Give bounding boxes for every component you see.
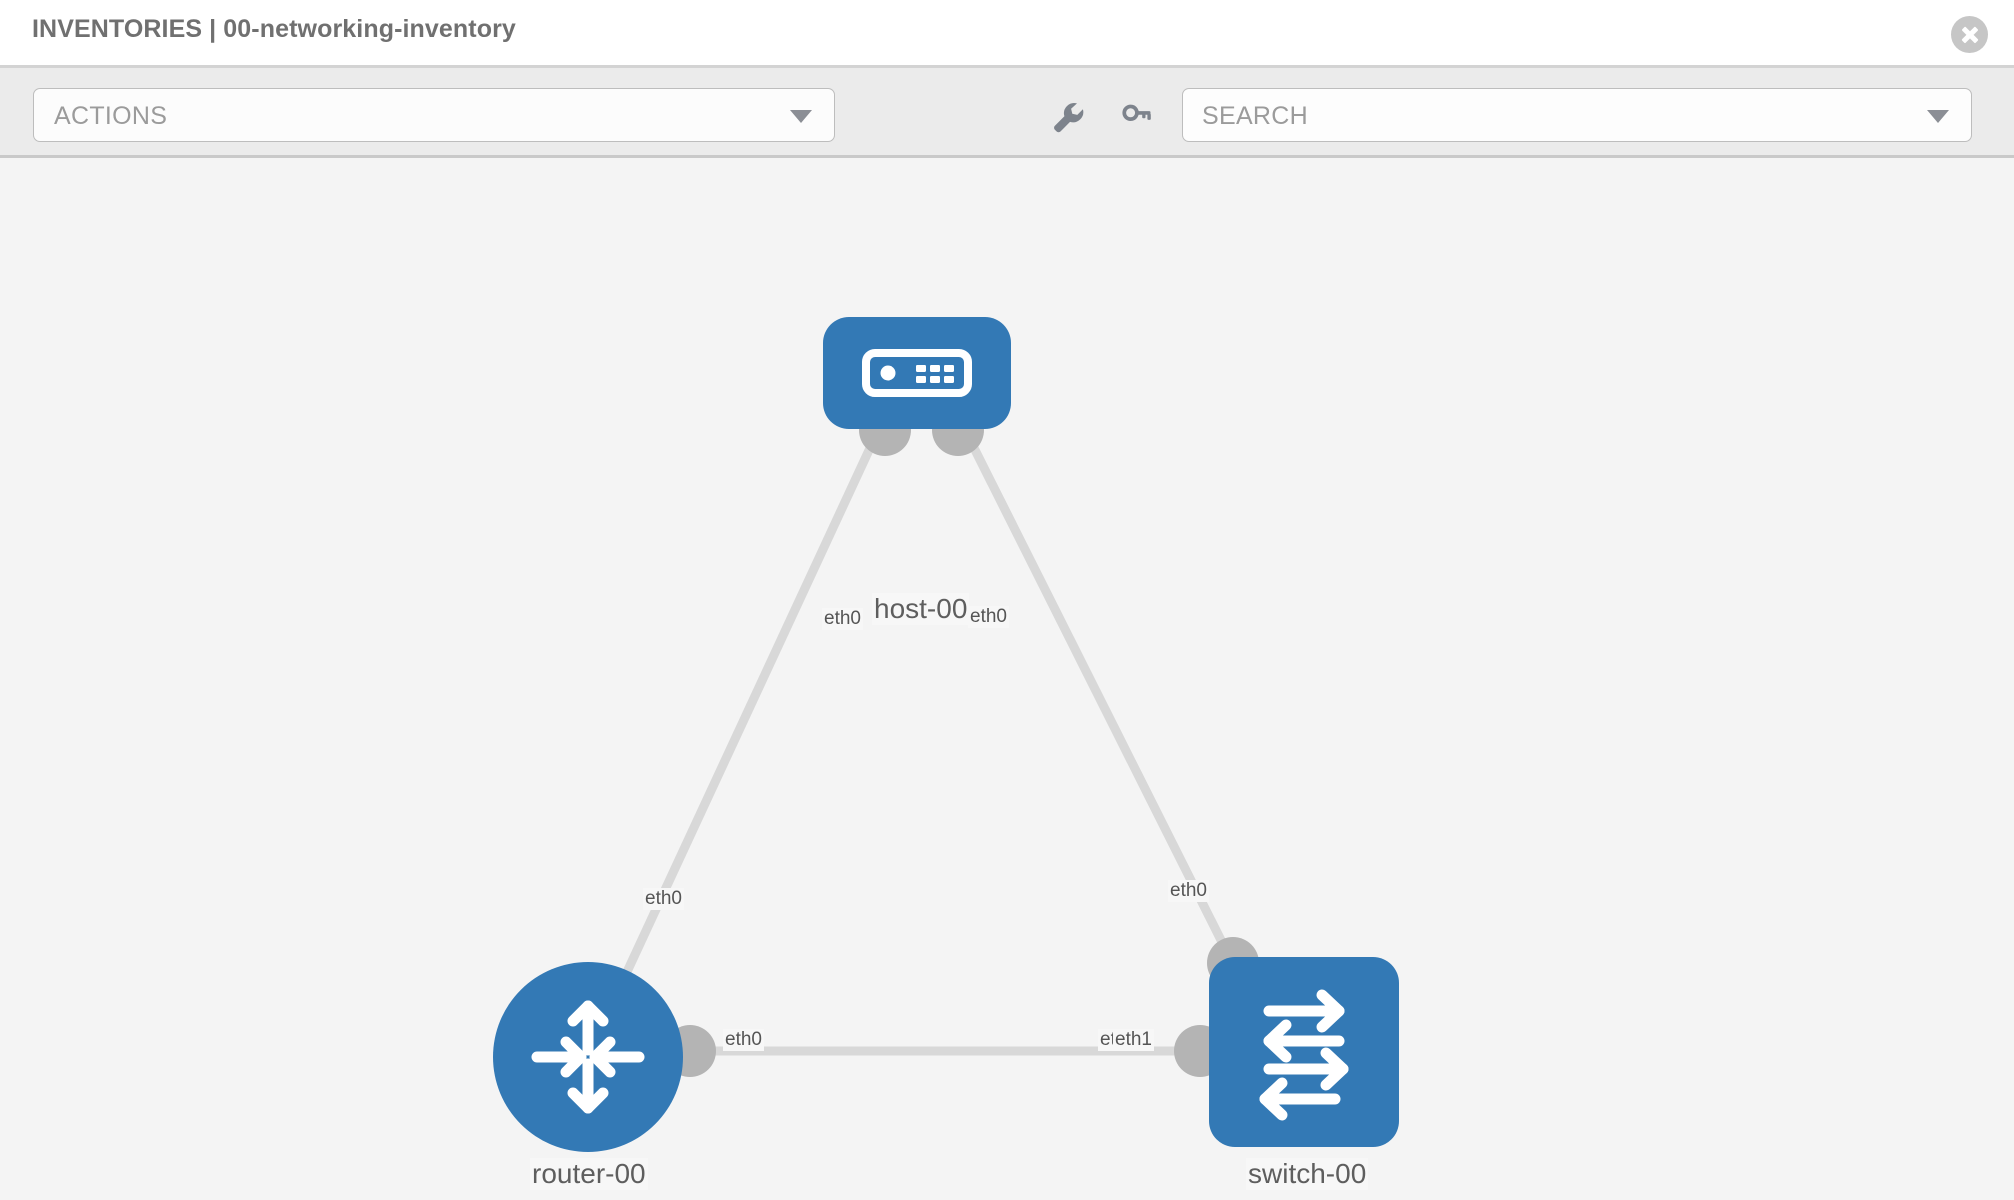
close-icon[interactable] <box>1951 16 1988 53</box>
link-host-router <box>595 418 888 1032</box>
server-icon <box>862 349 972 397</box>
topology-canvas[interactable]: host-00 eth0 eth0 <box>0 158 2014 1200</box>
wrench-icon[interactable] <box>1047 96 1087 136</box>
switch-arrows-icon <box>1259 989 1349 1121</box>
page-title: INVENTORIES | 00-networking-inventory <box>32 15 516 43</box>
chevron-down-icon <box>1927 110 1949 123</box>
page-header: INVENTORIES | 00-networking-inventory <box>0 0 2014 68</box>
actions-dropdown-label: ACTIONS <box>54 102 168 130</box>
topology-node-router-00[interactable] <box>493 962 683 1152</box>
search-input-placeholder: SEARCH <box>1202 102 1308 130</box>
chevron-down-icon <box>790 110 812 123</box>
actions-dropdown[interactable]: ACTIONS <box>33 88 835 142</box>
topology-graph <box>595 404 1259 1077</box>
key-icon[interactable] <box>1115 96 1155 136</box>
search-input[interactable]: SEARCH <box>1182 88 1972 142</box>
link-host-switch <box>955 417 1245 981</box>
topology-connectors <box>664 404 1259 1077</box>
topology-node-host-00[interactable] <box>823 317 1011 429</box>
topology-links <box>595 417 1245 1056</box>
toolbar: ACTIONS SEARCH <box>0 68 2014 158</box>
topology-node-switch-00[interactable] <box>1209 957 1399 1147</box>
router-arrows-icon <box>531 1000 645 1114</box>
